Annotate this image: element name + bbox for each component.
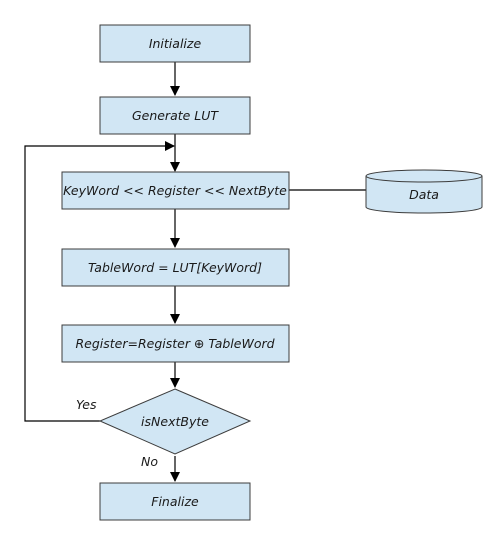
node-register: Register=Register ⊕ TableWord: [61, 324, 290, 363]
node-keyword-label: KeyWord << Register << NextByte: [63, 183, 287, 198]
node-initialize: Initialize: [99, 24, 251, 63]
node-tableword-label: TableWord = LUT[KeyWord]: [88, 260, 262, 275]
node-initialize-label: Initialize: [149, 36, 202, 51]
edge-loop-yes: [24, 141, 175, 422]
node-tableword: TableWord = LUT[KeyWord]: [61, 248, 290, 287]
node-finalize: Finalize: [99, 482, 251, 521]
node-register-label: Register=Register ⊕ TableWord: [75, 336, 274, 351]
edge-label-no: No: [141, 454, 158, 469]
node-generate-lut: Generate LUT: [99, 96, 251, 135]
node-data-store: Data: [365, 169, 483, 214]
node-keyword: KeyWord << Register << NextByte: [61, 171, 290, 210]
node-finalize-label: Finalize: [151, 494, 199, 509]
node-data-label: Data: [409, 187, 439, 202]
node-generate-lut-label: Generate LUT: [132, 108, 219, 123]
node-decision: isNextByte: [98, 388, 252, 455]
node-decision-label: isNextByte: [141, 414, 209, 429]
edge-label-yes: Yes: [76, 397, 97, 412]
